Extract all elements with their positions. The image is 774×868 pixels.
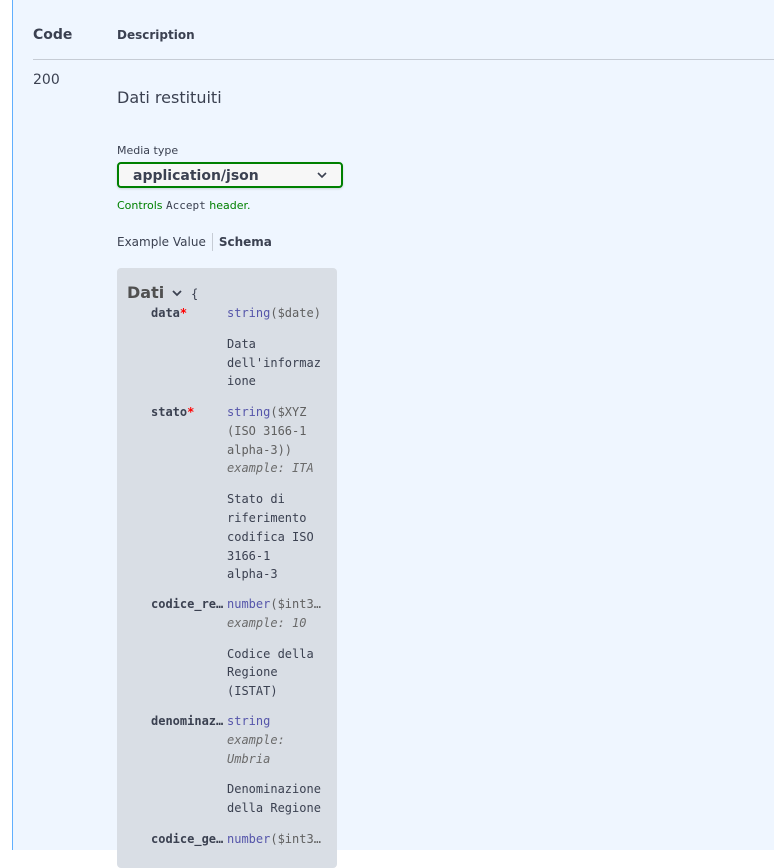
media-type-help: Controls Accept header. [117, 199, 251, 212]
prop-value-codice-ge: number($int3… [227, 832, 321, 846]
media-type-value: application/json [133, 168, 259, 184]
model-title[interactable]: Dati [127, 283, 165, 302]
header-code: Code [33, 27, 73, 43]
header-description: Description [117, 28, 195, 42]
help-accent: Accept [166, 199, 206, 212]
example-schema-tabs: Example Value Schema [117, 233, 272, 253]
media-type-label: Media type [117, 144, 179, 157]
prop-name-stato: stato* [151, 405, 195, 419]
prop-name-codice-regione: codice_re… [151, 597, 224, 611]
help-suffix: header. [209, 199, 251, 212]
tab-divider [211, 233, 213, 251]
prop-name-denominazione: denominaz… [151, 714, 224, 728]
prop-value-stato: string($XYZ (ISO 3166-1 alpha-3)) exampl… [227, 405, 314, 582]
responses-panel: Code Description 200 Dati restituiti Med… [12, 0, 774, 868]
prop-name-data: data* [151, 306, 188, 320]
tab-example-value[interactable]: Example Value [117, 235, 206, 249]
tab-schema[interactable]: Schema [218, 235, 272, 249]
chevron-down-icon [317, 172, 327, 179]
help-prefix: Controls [117, 199, 163, 212]
media-type-select[interactable]: application/json [117, 162, 343, 188]
responses-table-header: Code Description [33, 0, 774, 60]
chevron-down-icon[interactable] [172, 289, 182, 297]
open-brace: { [191, 287, 199, 301]
response-description: Dati restituiti [117, 88, 222, 107]
response-code: 200 [33, 72, 60, 88]
prop-name-codice-ge: codice_ge… [151, 832, 224, 846]
